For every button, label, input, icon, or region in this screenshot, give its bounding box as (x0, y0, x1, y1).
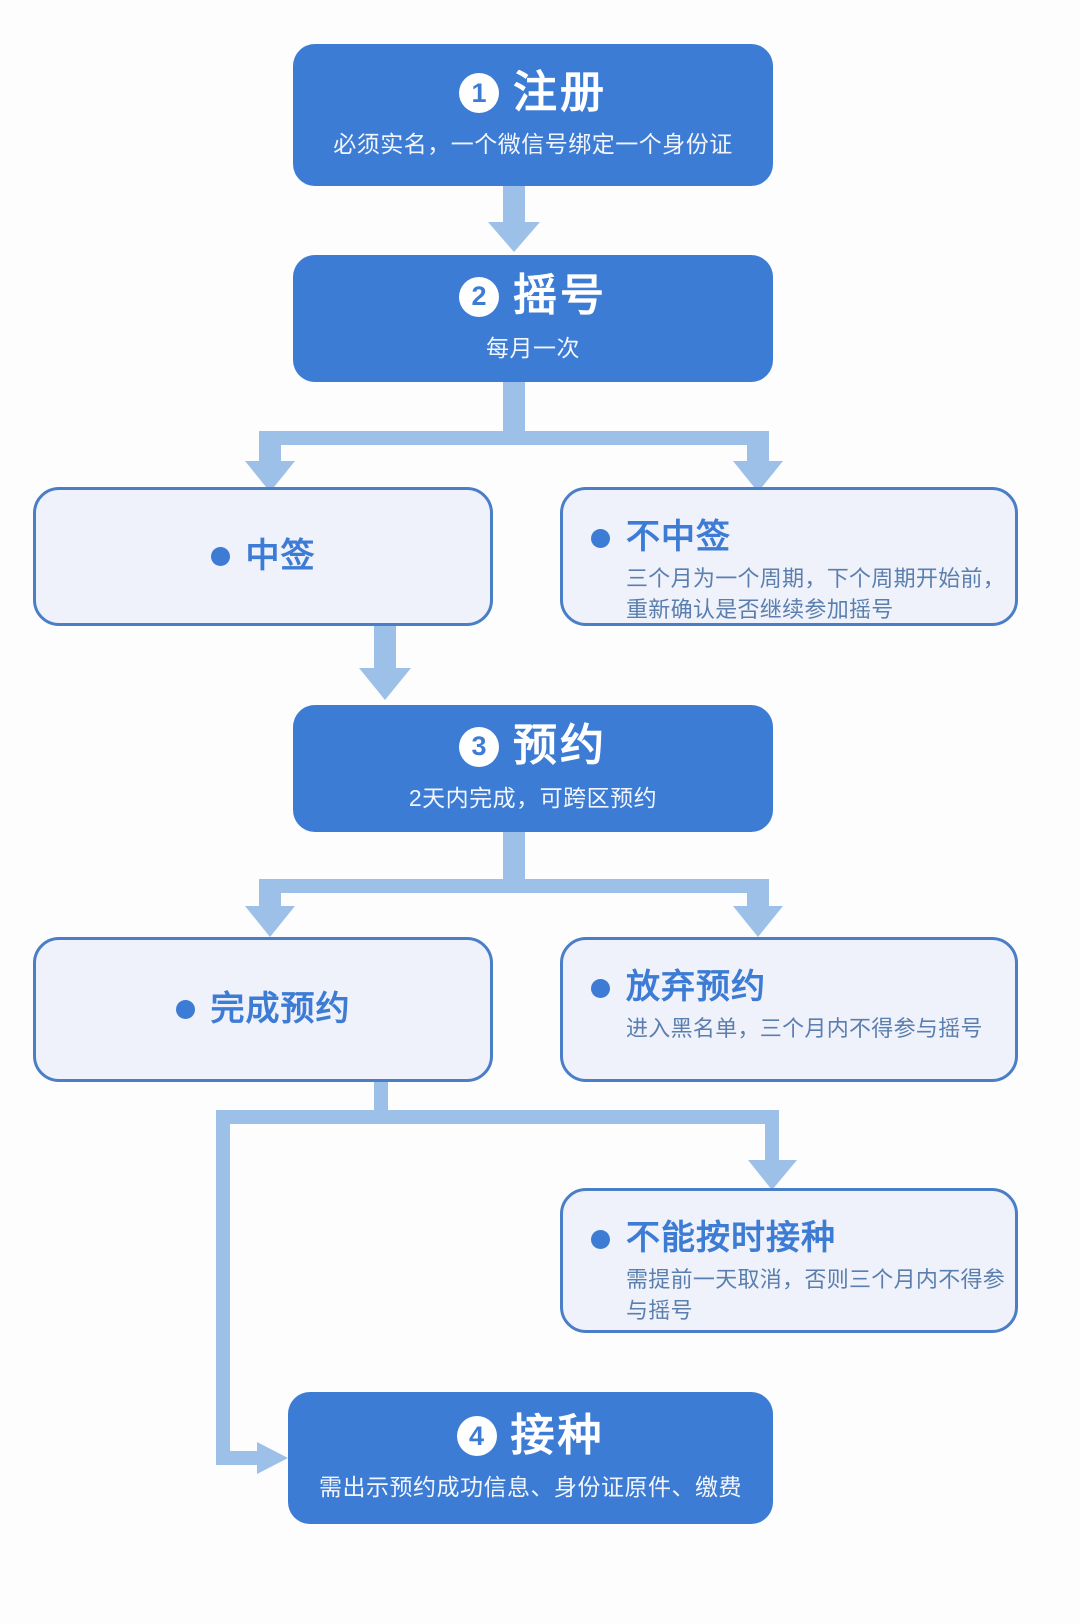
outcome-text-group: 不能按时接种 需提前一天取消，否则三个月内不得参与摇号 (626, 1217, 1015, 1327)
step-header: 3 预约 (459, 723, 607, 769)
step-number-badge: 4 (456, 1416, 497, 1457)
step-number-badge: 1 (459, 73, 499, 114)
outcome-title: 中签 (245, 537, 316, 576)
step-number-badge: 3 (459, 726, 499, 767)
step-subtitle: 每月一次 (486, 334, 580, 361)
bullet-icon (591, 1230, 610, 1249)
step-title: 接种 (510, 1410, 605, 1460)
bullet-icon (175, 1000, 195, 1019)
outcome-text-group: 放弃预约 进入黑名单，三个月内不得参与摇号 (626, 966, 983, 1044)
step-box-register[interactable]: 1 注册 必须实名，一个微信号绑定一个身份证 (293, 44, 773, 186)
outcome-content: 放弃预约 进入黑名单，三个月内不得参与摇号 (591, 966, 983, 1044)
outcome-box-appointment-abandoned[interactable]: 放弃预约 进入黑名单，三个月内不得参与摇号 (560, 937, 1018, 1082)
bullet-icon (210, 547, 230, 566)
step-box-appointment[interactable]: 3 预约 2天内完成，可跨区预约 (293, 705, 773, 832)
outcome-description: 需提前一天取消，否则三个月内不得参与摇号 (626, 1266, 1006, 1324)
connector-lottery-branch (245, 381, 783, 492)
step-subtitle: 2天内完成，可跨区预约 (408, 784, 658, 811)
outcome-content: 不中签 三个月为一个周期，下个周期开始前，重新确认是否继续参加摇号 (591, 516, 1015, 626)
outcome-text-group: 不中签 三个月为一个周期，下个周期开始前，重新确认是否继续参加摇号 (626, 516, 1015, 626)
outcome-box-cannot-attend[interactable]: 不能按时接种 需提前一天取消，否则三个月内不得参与摇号 (560, 1188, 1018, 1333)
outcome-box-not-won[interactable]: 不中签 三个月为一个周期，下个周期开始前，重新确认是否继续参加摇号 (560, 487, 1018, 626)
step-title: 预约 (513, 721, 607, 771)
step-subtitle: 必须实名，一个微信号绑定一个身份证 (333, 131, 733, 158)
bullet-icon (591, 529, 610, 548)
outcome-content: 不能按时接种 需提前一天取消，否则三个月内不得参与摇号 (591, 1217, 1015, 1327)
outcome-content: 完成预约 (175, 988, 351, 1031)
step-header: 1 注册 (459, 67, 607, 117)
outcome-title: 不中签 (626, 518, 731, 556)
outcome-description: 进入黑名单，三个月内不得参与摇号 (626, 1015, 983, 1041)
outcome-box-won[interactable]: 中签 (33, 487, 493, 626)
connector-done-to-vaccination (216, 1110, 288, 1474)
connector-register-to-lottery (488, 185, 540, 252)
step-header: 2 摇号 (459, 273, 607, 319)
step-header: 4 接种 (456, 1410, 605, 1460)
outcome-description: 三个月为一个周期，下个周期开始前，重新确认是否继续参加摇号 (626, 565, 1006, 623)
step-box-vaccination[interactable]: 4 接种 需出示预约成功信息、身份证原件、缴费 (288, 1392, 773, 1524)
step-subtitle: 需出示预约成功信息、身份证原件、缴费 (319, 1474, 742, 1501)
connector-won-to-appointment (359, 625, 411, 700)
outcome-title: 放弃预约 (626, 968, 766, 1006)
step-title: 注册 (513, 67, 607, 117)
step-title: 摇号 (513, 271, 607, 321)
outcome-title: 完成预约 (210, 990, 351, 1029)
outcome-box-appointment-done[interactable]: 完成预约 (33, 937, 493, 1082)
outcome-content: 中签 (210, 535, 316, 578)
step-number-badge: 2 (459, 276, 499, 317)
outcome-title: 不能按时接种 (626, 1219, 836, 1257)
step-box-lottery[interactable]: 2 摇号 每月一次 (293, 255, 773, 382)
connector-done-to-cannot-attend (216, 1080, 797, 1190)
bullet-icon (591, 979, 610, 998)
connector-appointment-branch (245, 830, 783, 937)
